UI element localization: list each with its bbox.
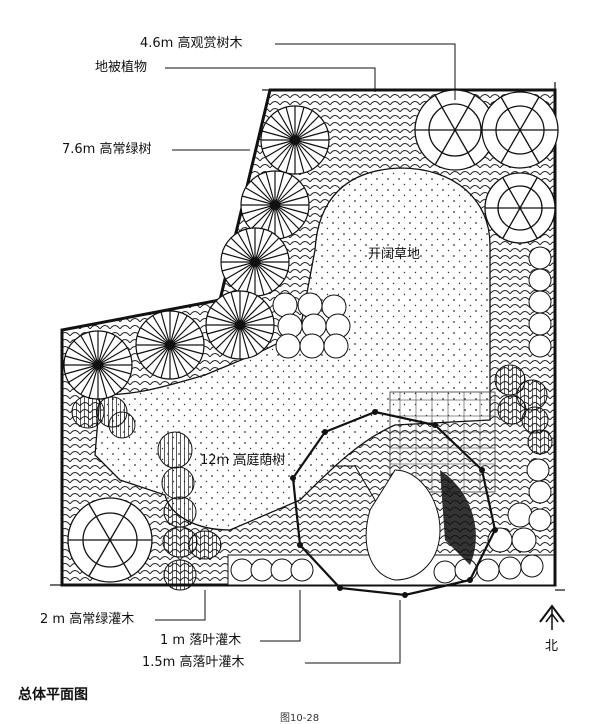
north-label: 北 [545,639,559,654]
dense-shrubs [71,364,553,455]
label-deciduous-shrub-1m: 1 m 落叶灌木 [160,633,242,648]
label-shade-tree: 12m 高庭荫树 [200,453,286,468]
ornamental-trees [67,89,559,583]
label-evergreen-tree: 7.6m 高常绿树 [62,142,152,157]
north-arrow [539,604,565,630]
leader-lines [155,43,456,664]
boundary-ticks [50,82,565,591]
label-ground-cover: 地被植物 [95,60,148,75]
label-deciduous-shrub-15m: 1.5m 高落叶灌木 [142,655,245,670]
deciduous-shrub-cluster [272,292,351,359]
label-ornamental-tree: 4.6m 高观赏树木 [140,36,243,51]
evergreen-trees [63,105,330,400]
right-edge-shrubs [487,246,552,553]
shade-tree [290,409,498,598]
label-evergreen-shrub: 2 m 高常绿灌木 [40,612,135,627]
evergreen-shrub-column [157,431,222,591]
label-lawn: 开阔草地 [368,247,421,262]
plan-caption: 总体平面图 [18,687,88,703]
